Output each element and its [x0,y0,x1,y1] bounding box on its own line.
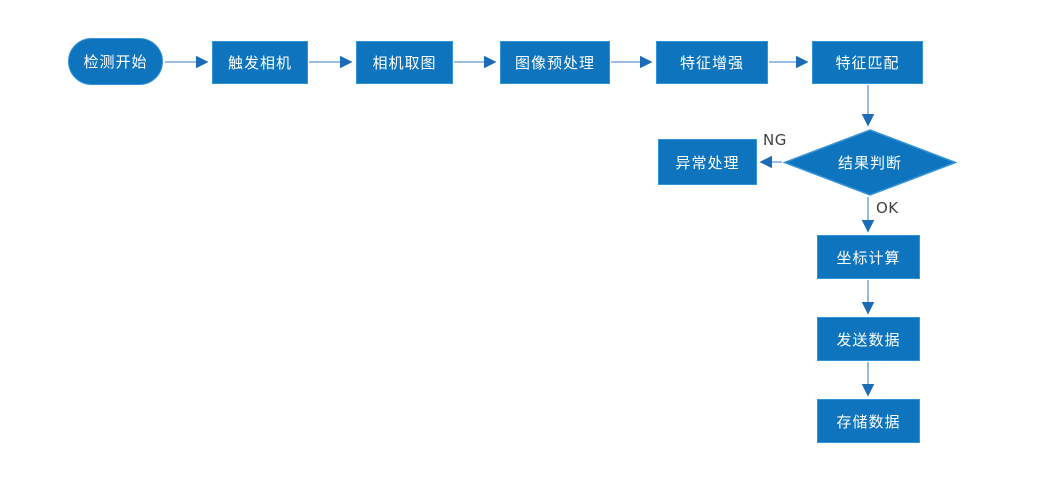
node-start: 检测开始 [68,38,163,85]
node-feature-enhance-label: 特征增强 [679,54,744,72]
node-send-data: 发送数据 [817,317,920,361]
node-trigger-camera-label: 触发相机 [227,54,292,72]
node-trigger-camera: 触发相机 [212,41,308,84]
node-store-data-label: 存储数据 [836,412,901,431]
node-coordinate-calc: 坐标计算 [817,235,920,279]
node-exception-handle: 异常处理 [658,139,757,185]
node-exception-handle-label: 异常处理 [675,153,740,172]
edge-label-ng: NG [763,131,787,149]
node-coordinate-calc-label: 坐标计算 [836,248,901,267]
edge-label-ok: OK [876,199,899,217]
node-image-preprocess-label: 图像预处理 [514,54,595,72]
node-start-label: 检测开始 [83,53,148,71]
node-feature-enhance: 特征增强 [656,41,768,84]
node-result-judge: 结果判断 [783,129,957,196]
node-result-judge-label: 结果判断 [837,154,902,172]
node-feature-match: 特征匹配 [812,41,923,84]
node-feature-match-label: 特征匹配 [835,54,900,72]
node-camera-capture: 相机取图 [356,41,453,84]
node-store-data: 存储数据 [817,399,920,443]
node-camera-capture-label: 相机取图 [372,54,437,72]
decision-diamond-shape [783,129,957,196]
node-send-data-label: 发送数据 [836,330,901,349]
node-image-preprocess: 图像预处理 [500,41,610,84]
